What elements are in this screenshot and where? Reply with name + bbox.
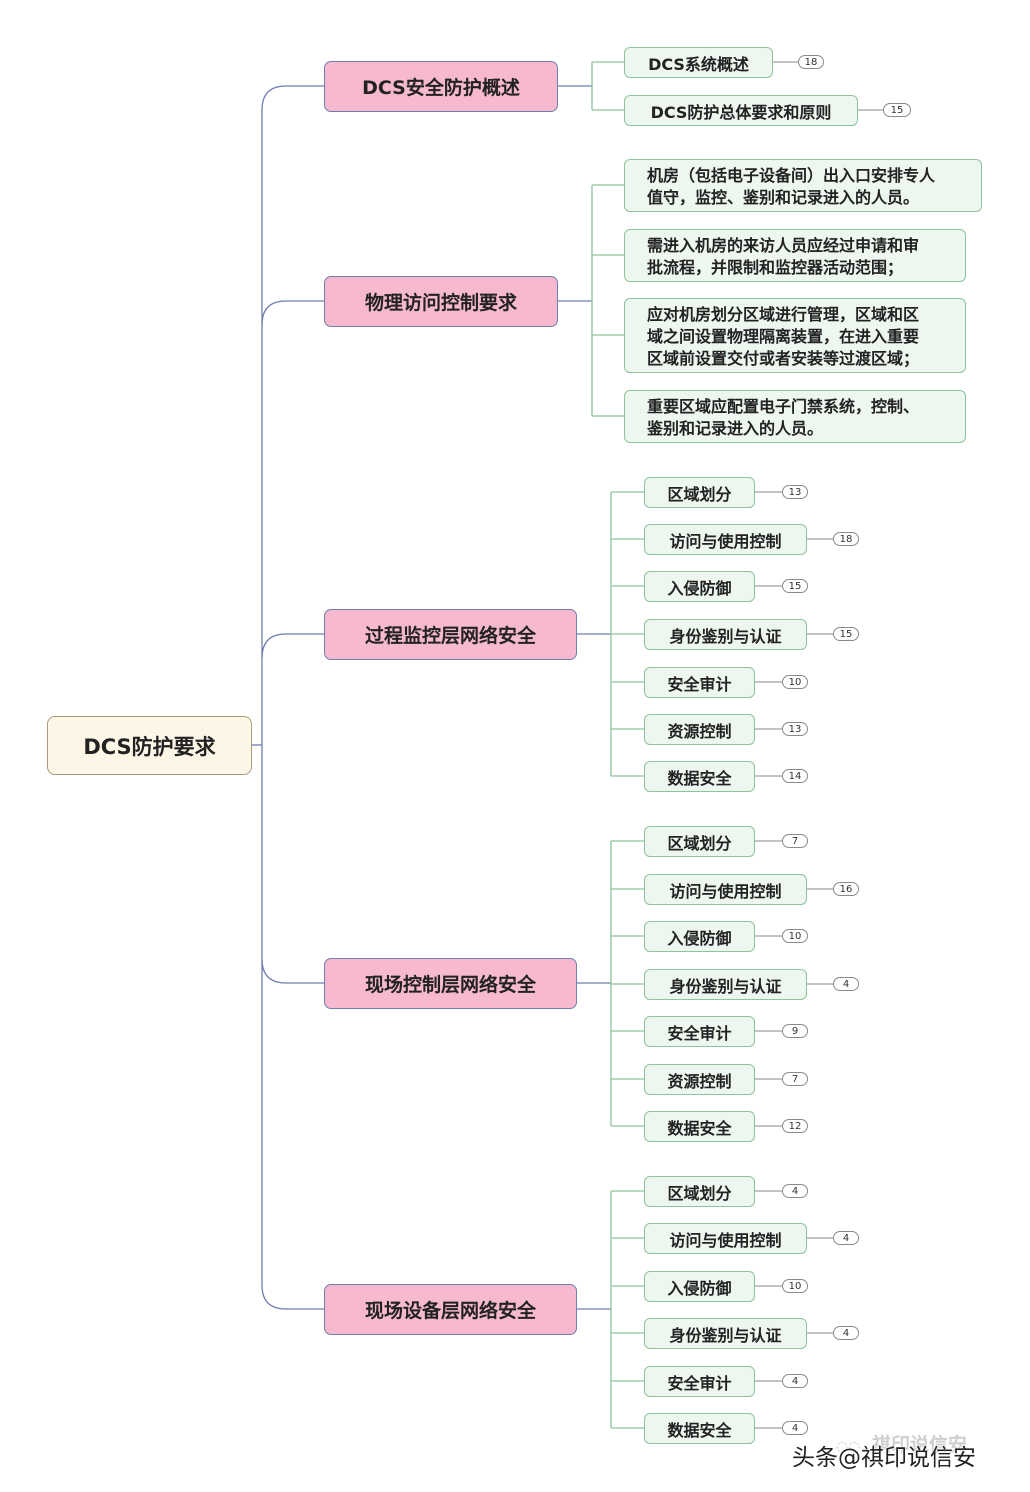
count-badge: 16	[833, 882, 859, 896]
subtopic[interactable]: 身份鉴别与认证	[644, 619, 807, 650]
count-badge: 4	[833, 1326, 859, 1340]
subtopic[interactable]: 数据安全	[644, 761, 755, 792]
count-badge: 9	[782, 1024, 808, 1038]
connector	[261, 633, 324, 659]
count-badge: 15	[883, 103, 911, 117]
count-badge: 15	[833, 627, 859, 641]
subtopic[interactable]: 区域划分	[644, 826, 755, 857]
root-node[interactable]: DCS防护要求	[47, 716, 252, 775]
count-badge: 4	[782, 1184, 808, 1198]
watermark-faint: 祺印说信安	[872, 1434, 968, 1456]
topic-dcs-overview[interactable]: DCS安全防护概述	[324, 61, 558, 112]
requirement-text[interactable]: 应对机房划分区域进行管理，区域和区 域之间设置物理隔离装置，在进入重要 区域前设…	[624, 298, 966, 373]
subtopic[interactable]: 数据安全	[644, 1111, 755, 1142]
count-badge: 10	[782, 1279, 808, 1293]
subtopic[interactable]: 区域划分	[644, 1176, 755, 1207]
connector	[261, 1284, 324, 1310]
connector	[261, 958, 324, 984]
topic-field-device-network[interactable]: 现场设备层网络安全	[324, 1284, 577, 1335]
count-badge: 4	[833, 1231, 859, 1245]
subtopic[interactable]: 安全审计	[644, 1016, 755, 1047]
subtopic[interactable]: 资源控制	[644, 1064, 755, 1095]
count-badge: 14	[782, 769, 808, 783]
subtopic[interactable]: 入侵防御	[644, 571, 755, 602]
count-badge: 18	[833, 532, 859, 546]
count-badge: 4	[833, 977, 859, 991]
requirement-text[interactable]: 重要区域应配置电子门禁系统，控制、 鉴别和记录进入的人员。	[624, 390, 966, 443]
subtopic[interactable]: 入侵防御	[644, 1271, 755, 1302]
count-badge: 7	[782, 1072, 808, 1086]
connector	[261, 300, 324, 326]
count-badge: 15	[782, 579, 808, 593]
subtopic[interactable]: 区域划分	[644, 477, 755, 508]
count-badge: 13	[782, 485, 808, 499]
subtopic[interactable]: 资源控制	[644, 714, 755, 745]
count-badge: 13	[782, 722, 808, 736]
connector	[261, 85, 324, 111]
subtopic[interactable]: DCS系统概述	[624, 47, 773, 78]
subtopic[interactable]: 安全审计	[644, 667, 755, 698]
requirement-text[interactable]: 机房（包括电子设备间）出入口安排专人 值守，监控、鉴别和记录进入的人员。	[624, 159, 982, 212]
subtopic[interactable]: 数据安全	[644, 1413, 755, 1444]
topic-field-control-network[interactable]: 现场控制层网络安全	[324, 958, 577, 1009]
requirement-text[interactable]: 需进入机房的来访人员应经过申请和审 批流程，并限制和监控器活动范围；	[624, 229, 966, 282]
subtopic[interactable]: 身份鉴别与认证	[644, 969, 807, 1000]
count-badge: 12	[782, 1119, 808, 1133]
count-badge: 7	[782, 834, 808, 848]
subtopic[interactable]: 访问与使用控制	[644, 874, 807, 905]
wechat-icon: ◌◌	[836, 1439, 861, 1455]
subtopic[interactable]: 入侵防御	[644, 921, 755, 952]
count-badge: 18	[798, 55, 824, 69]
subtopic[interactable]: DCS防护总体要求和原则	[624, 95, 858, 126]
subtopic[interactable]: 访问与使用控制	[644, 1223, 807, 1254]
count-badge: 4	[782, 1374, 808, 1388]
subtopic[interactable]: 身份鉴别与认证	[644, 1318, 807, 1349]
subtopic[interactable]: 安全审计	[644, 1366, 755, 1397]
watermark: 头条@祺印说信安	[792, 1445, 976, 1471]
count-badge: 10	[782, 675, 808, 689]
count-badge: 4	[782, 1421, 808, 1435]
subtopic[interactable]: 访问与使用控制	[644, 524, 807, 555]
topic-process-monitoring-network[interactable]: 过程监控层网络安全	[324, 609, 577, 660]
topic-physical-access[interactable]: 物理访问控制要求	[324, 276, 558, 327]
count-badge: 10	[782, 929, 808, 943]
